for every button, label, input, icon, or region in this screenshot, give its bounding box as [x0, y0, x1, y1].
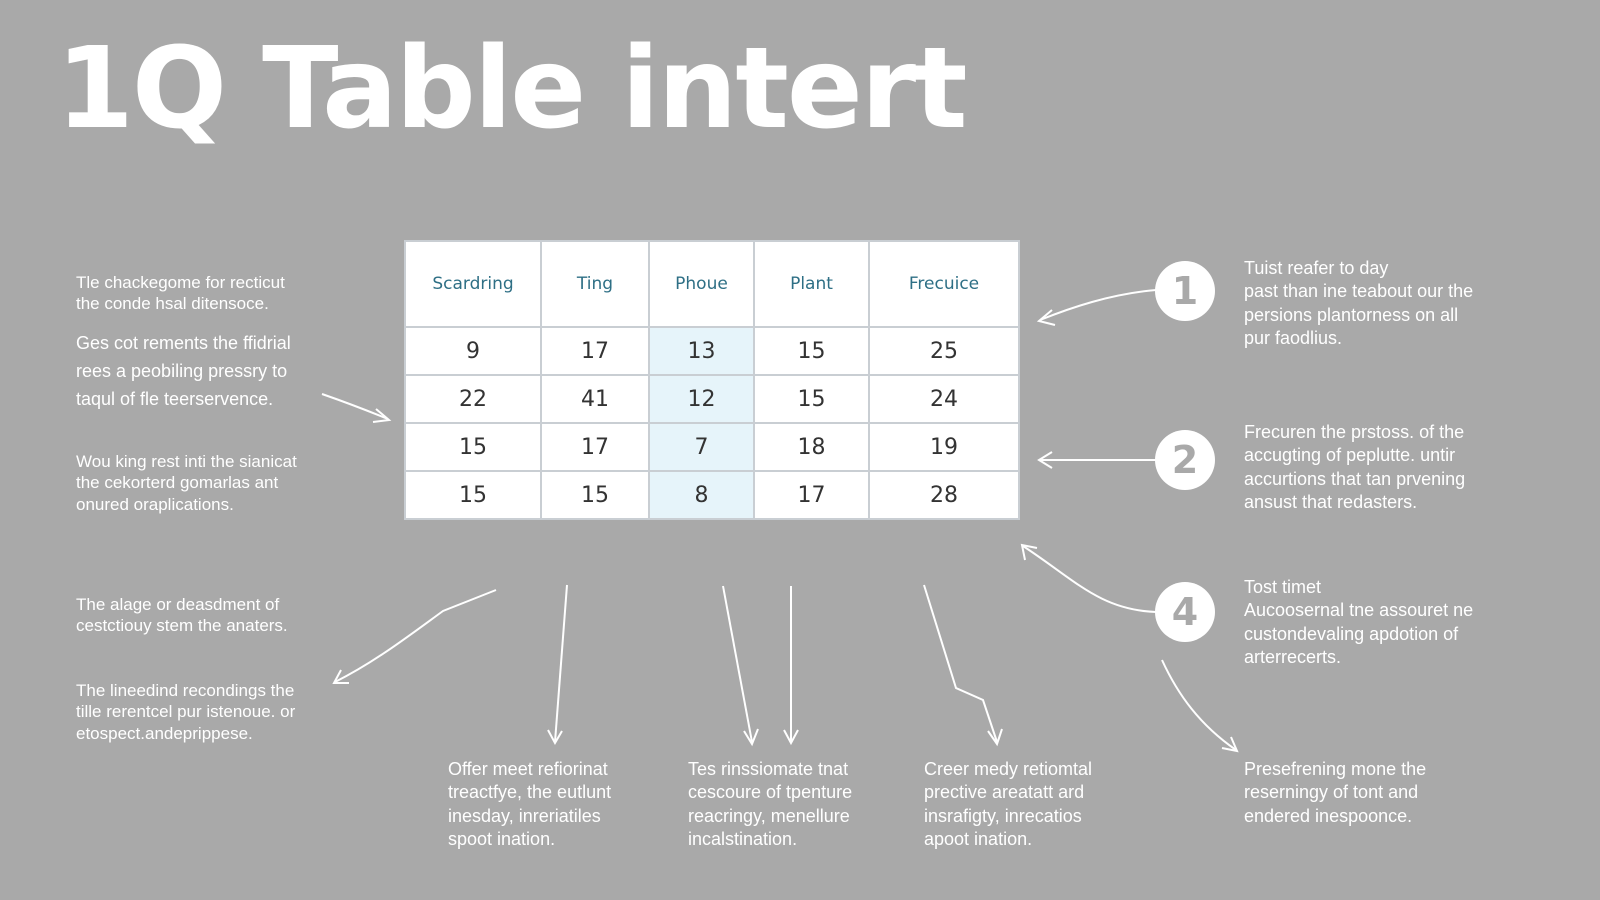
note-line: rees a peobiling pressry to	[76, 360, 288, 381]
right-note-4: Presefrening mone the reserningy of tont…	[1244, 758, 1426, 828]
note-line: Creer medy retiomtal	[924, 759, 1093, 779]
bottom-note-1: Offer meet refiorinat treactfye, the eut…	[448, 758, 611, 852]
column-header: Scardring	[404, 240, 542, 328]
note-line: Tes rinssiomate tnat	[688, 759, 849, 779]
note-line: The lineedind recondings the	[76, 681, 295, 700]
column-header: Ting	[540, 240, 650, 328]
note-line: insrafigty, inrecatios	[924, 805, 1082, 826]
note-line: ansust that redasters.	[1244, 492, 1418, 513]
table-cell: 18	[753, 422, 870, 472]
note-line: apoot ination.	[924, 829, 1033, 850]
note-line: spoot ination.	[448, 829, 556, 850]
arrow-badge4-down	[1161, 659, 1237, 751]
note-line: Presefrening mone the	[1244, 759, 1427, 779]
note-line: Tost timet	[1244, 577, 1322, 597]
table-row: 9 17 13 15 25	[404, 326, 1020, 376]
note-line: cescoure of tpenture	[688, 782, 853, 803]
note-line: endered inespoonce.	[1244, 805, 1413, 826]
table-cell-highlighted: 12	[648, 374, 755, 424]
table-cell: 15	[540, 470, 650, 520]
note-line: reacringy, menellure	[688, 805, 850, 826]
note-line: prective areatatt ard	[924, 782, 1085, 803]
table-cell: 15	[404, 470, 542, 520]
left-note-3: Wou king rest inti the sianicat the ceko…	[76, 451, 297, 515]
table-row: 15 15 8 17 28	[404, 470, 1020, 520]
arrow-down-4	[923, 584, 998, 743]
note-line: Offer meet refiorinat	[448, 759, 608, 779]
data-table: Scardring Ting Phoue Plant Frecuice 9 17…	[404, 240, 1020, 520]
left-note-2: Ges cot rements the ffidrial rees a peob…	[76, 330, 291, 414]
number-badge-4: 4	[1155, 582, 1215, 642]
table-header-row: Scardring Ting Phoue Plant Frecuice	[404, 240, 1020, 328]
left-note-1: Tle chackegome for recticut the conde hs…	[76, 272, 285, 315]
note-line: tille rerentcel pur istenoue. or	[76, 702, 296, 722]
table-cell: 17	[540, 326, 650, 376]
note-line: The alage or deasdment of	[76, 595, 280, 614]
number-badge-2: 2	[1155, 430, 1215, 490]
right-note-2: Frecuren the prstoss. of the accugting o…	[1244, 421, 1465, 515]
arrow-down-1	[554, 584, 568, 743]
note-line: treactfye, the eutlunt	[448, 782, 612, 803]
note-line: cestctiouy stem the anaters.	[76, 616, 288, 636]
note-line: pur faodlius.	[1244, 328, 1343, 349]
number-badge-1: 1	[1155, 261, 1215, 321]
table-cell: 19	[868, 422, 1020, 472]
left-note-5: The lineedind recondings the tille reren…	[76, 680, 295, 744]
arrowhead	[372, 408, 392, 423]
arrow-badge1-to-table	[1039, 289, 1157, 321]
note-line: custondevaling apdotion of	[1244, 623, 1459, 644]
table-cell-highlighted: 7	[648, 422, 755, 472]
note-line: Frecuren the prstoss. of the	[1244, 422, 1465, 442]
arrow-badge4-to-table	[1022, 545, 1157, 613]
arrow-down-2	[722, 585, 753, 743]
arrow-to-left-note	[334, 589, 497, 683]
arrow-left-to-table	[321, 393, 389, 420]
table-cell: 22	[404, 374, 542, 424]
note-line: onured oraplications.	[76, 494, 234, 514]
page-title: 1Q Table intert	[56, 24, 968, 154]
note-line: taqul of fle teerservence.	[76, 388, 274, 409]
note-line: etospect.andeprippese.	[76, 723, 253, 743]
note-line: Ges cot rements the ffidrial	[76, 333, 291, 353]
table-cell: 15	[404, 422, 542, 472]
table-row: 22 41 12 15 24	[404, 374, 1020, 424]
note-line: incalstination.	[688, 829, 798, 850]
table-cell: 41	[540, 374, 650, 424]
note-line: Tuist reafer to day	[1244, 258, 1389, 278]
table-cell: 28	[868, 470, 1020, 520]
note-line: reserningy of tont and	[1244, 782, 1419, 803]
note-line: inesday, inreriatiles	[448, 805, 601, 826]
column-header: Phoue	[648, 240, 755, 328]
left-note-4: The alage or deasdment of cestctiouy ste…	[76, 594, 288, 637]
right-note-1: Tuist reafer to day past than ine teabou…	[1244, 257, 1473, 351]
note-line: arterrecerts.	[1244, 647, 1342, 668]
table-cell-highlighted: 8	[648, 470, 755, 520]
bottom-note-2: Tes rinssiomate tnat cescoure of tpentur…	[688, 758, 852, 852]
table-row: 15 17 7 18 19	[404, 422, 1020, 472]
table-cell: 17	[540, 422, 650, 472]
note-line: Wou king rest inti the sianicat	[76, 452, 297, 471]
note-line: the cekorterd gomarlas ant	[76, 473, 279, 493]
table-cell: 25	[868, 326, 1020, 376]
note-line: Aucoosernal tne assouret ne	[1244, 600, 1474, 621]
note-line: accurtions that tan prvening	[1244, 468, 1466, 489]
note-line: past than ine teabout our the	[1244, 281, 1474, 302]
table-cell-highlighted: 13	[648, 326, 755, 376]
note-line: Tle chackegome for recticut	[76, 273, 285, 292]
note-line: the conde hsal ditensoce.	[76, 294, 269, 314]
table-cell: 24	[868, 374, 1020, 424]
bottom-note-3: Creer medy retiomtal prective areatatt a…	[924, 758, 1092, 852]
column-header: Frecuice	[868, 240, 1020, 328]
table-cell: 17	[753, 470, 870, 520]
right-note-3: Tost timet Aucoosernal tne assouret ne c…	[1244, 576, 1473, 670]
table-cell: 15	[753, 326, 870, 376]
column-header: Plant	[753, 240, 870, 328]
table-cell: 15	[753, 374, 870, 424]
note-line: persions plantorness on all	[1244, 304, 1459, 325]
table-cell: 9	[404, 326, 542, 376]
note-line: accugting of peplutte. untir	[1244, 445, 1456, 466]
